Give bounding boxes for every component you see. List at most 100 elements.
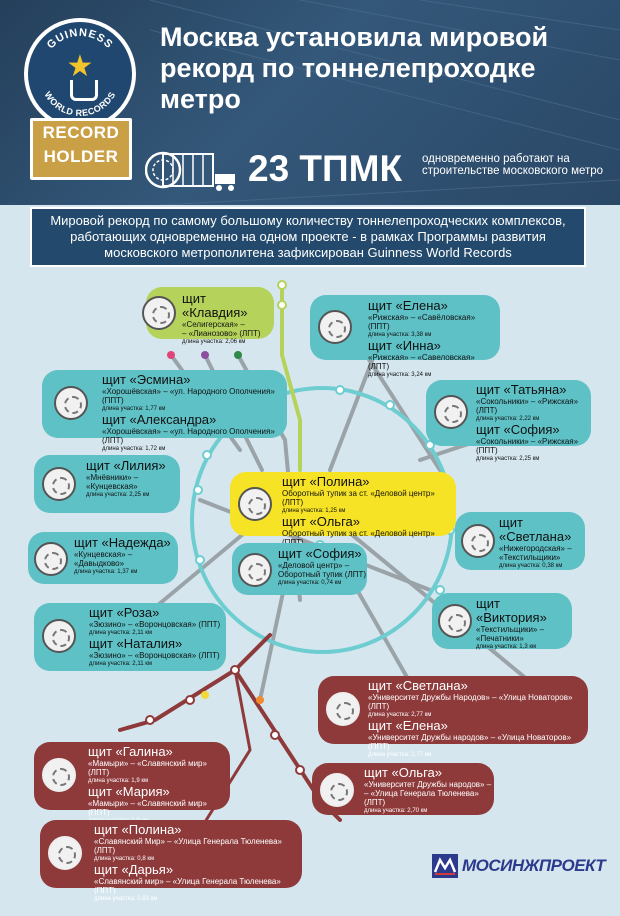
shield-length: длина участка: 3,38 км [368,332,432,338]
callout-polina-darya: щит «Полина» «Славянский Мир» – «Улица Г… [40,820,302,902]
station-marker [385,400,395,410]
shield-length: длина участка: 1,9 км [88,778,149,784]
shield-name: щит «Роза» [89,605,160,620]
shield-length: длина участка: 1,25 км [282,508,346,514]
callout-viktoriya: щит «Виктория» «Текстильщики» – «Печатни… [432,593,572,651]
green-line [280,283,302,472]
mosinzhproekt-logo-mark [432,854,458,878]
station-marker [202,450,212,460]
shield-stations: «Хорошёвская» – «ул. Народного Ополчения… [102,427,275,445]
svg-text:GUINNESS: GUINNESS [45,27,115,52]
shield-name: щит «Мария» [88,784,170,799]
shield-length: длина участка: 1,77 км [102,406,166,412]
record-banner-text: Мировой рекорд по самому большому количе… [50,213,566,260]
line-terminus [201,691,209,699]
callout-text: щит «Татьяна» «Сокольники» – «Рижская» (… [476,383,589,463]
shield-name: щит «Светлана» [499,515,572,544]
tbm-wheel-icon [320,773,354,807]
shield-stations: «Университет Дружбы народов» – [364,780,492,789]
shield-name: щит «Елена» [368,298,448,313]
shield-stations: Оборотный тупик за ст. «Деловой центр» (… [282,489,435,507]
shield-name: щит «Надежда» [74,535,171,550]
shield-name: щит «Полина» [282,474,370,489]
page-title: Москва установила мировой рекорд по тонн… [160,22,549,114]
shield-name: щит «Александра» [102,412,217,427]
guinness-ring: GUINNESS WORLD RECORDS [42,27,117,118]
shield-name: щит «София» [278,546,362,561]
shield-length: длина участка: 2,77 км [368,712,432,718]
tbm-wheel-icon [318,310,352,344]
callout-svetlana: щит «Светлана» «Нижегородская» – «Тексти… [455,512,585,570]
shield-stations: «Мамыри» – «Славянский мир» (ЛПТ) [88,759,207,777]
callout-esmina-aleksandra: щит «Эсмина» «Хорошёвская» – «ул. Народн… [42,370,287,452]
shield-name: щит «Лилия» [86,458,166,473]
tbm-wheel-icon [326,692,360,726]
tbm-wheel-icon [42,758,76,792]
tbm-wheel-icon [438,604,472,638]
tbm-wheel-icon [42,467,76,501]
shield-length: длина участка: 2,25 км [86,492,150,498]
callout-text: щит «Елена» «Рижская» – «Савёловская» (П… [368,299,498,379]
tbm-wheel-icon [142,296,176,330]
tbm-count-note: одновременно работают на строительстве м… [422,153,604,177]
trophy-icon [70,80,98,101]
line-terminus [234,351,242,359]
shield-length: длина участка: 1,72 км [102,446,166,452]
tbm-wheel-icon [54,386,88,420]
shield-name: щит «София» [476,422,560,437]
callout-text: щит «Надежда» «Кунцевская» – «Давыдково»… [74,536,176,576]
station-marker-red [145,715,155,725]
shield-name: щит «Виктория» [476,596,547,625]
callout-roza-nataliya: щит «Роза» «Зюзино» – «Воронцовская» (ПП… [34,603,226,671]
tbm-wheel-icon [434,395,468,429]
callout-sofiya: щит «София» «Деловой центр» – Оборотный … [232,543,367,595]
shield-stations: «Сокольники» – «Рижская» (ЛПТ) [476,397,579,415]
callout-svetlana-elena: щит «Светлана» «Университет Дружбы Народ… [318,676,588,758]
shield-name: щит «Ольга» [364,765,442,780]
shield-length: длина участка: 2,22 км [476,416,540,422]
station-marker-red [295,765,305,775]
shield-length: длина участка: 1,3 км [476,644,537,650]
station-marker-green [277,280,287,290]
shield-stations: «Селигерская» – [182,320,245,329]
shield-stations: «Кунцевская» [86,482,138,491]
station-marker [335,385,345,395]
record-banner: Мировой рекорд по самому большому количе… [30,207,586,267]
shield-name: щит «Наталия» [89,636,183,651]
tbm-wheel-icon [48,836,82,870]
callout-olga: щит «Ольга» «Университет Дружбы народов»… [312,763,494,815]
callout-text: щит «Виктория» «Текстильщики» – «Печатни… [476,597,572,651]
shield-name: щит «Дарья» [94,862,174,877]
station-marker-red [185,695,195,705]
shield-name: щит «Полина» [94,822,182,837]
mosinzhproekt-logo: МОСИНЖПРОЕКТ [432,852,606,880]
shield-length: длина участка: 2,11 км [89,661,152,667]
shield-length: длина участка: 2,25 км [476,456,540,462]
shield-length: длина участка: 0,38 км [499,563,563,569]
shield-stations: «Зюзино» – «Воронцовская» (ППТ) [89,620,221,629]
station-marker [193,485,203,495]
callout-text: щит «Светлана» «Нижегородская» – «Тексти… [499,516,585,570]
callout-text: щит «Ольга» «Университет Дружбы народов»… [364,766,492,815]
tbm-wheel-icon [34,542,68,576]
line-terminus [167,351,175,359]
record-holder-line-2: HOLDER [43,147,119,166]
shield-length: длина участка: 0,83 км [94,896,158,902]
record-holder-badge: RECORD HOLDER [30,118,132,180]
star-icon: ★ [66,50,94,83]
callout-galina-mariya: щит «Галина» «Мамыри» – «Славянский мир»… [34,742,230,824]
shield-name: щит «Галина» [88,744,173,759]
callout-text: щит «Полина» «Славянский Мир» – «Улица Г… [94,823,300,903]
header: GUINNESS WORLD RECORDS ★ RECORD HOLDER М… [0,0,620,205]
callout-polina-olga: щит «Полина» Оборотный тупик за ст. «Дел… [230,472,456,554]
tbm-wheel-icon [238,553,272,587]
tbm-wheel-icon [461,524,495,558]
callout-text: щит «Полина» Оборотный тупик за ст. «Дел… [282,475,454,555]
shield-stations: «Сокольники» – «Рижская» (ППТ) [476,437,579,455]
station-marker-red [270,730,280,740]
shield-stations: – «Лианозово» (ЛПТ) [182,329,261,338]
shield-length: длина участка: 1,37 км [74,569,138,575]
shield-stations: «Деловой центр» – [278,561,350,570]
shield-name: щит «Светлана» [368,678,468,693]
shield-stations: «Текстильщики» [499,553,561,562]
